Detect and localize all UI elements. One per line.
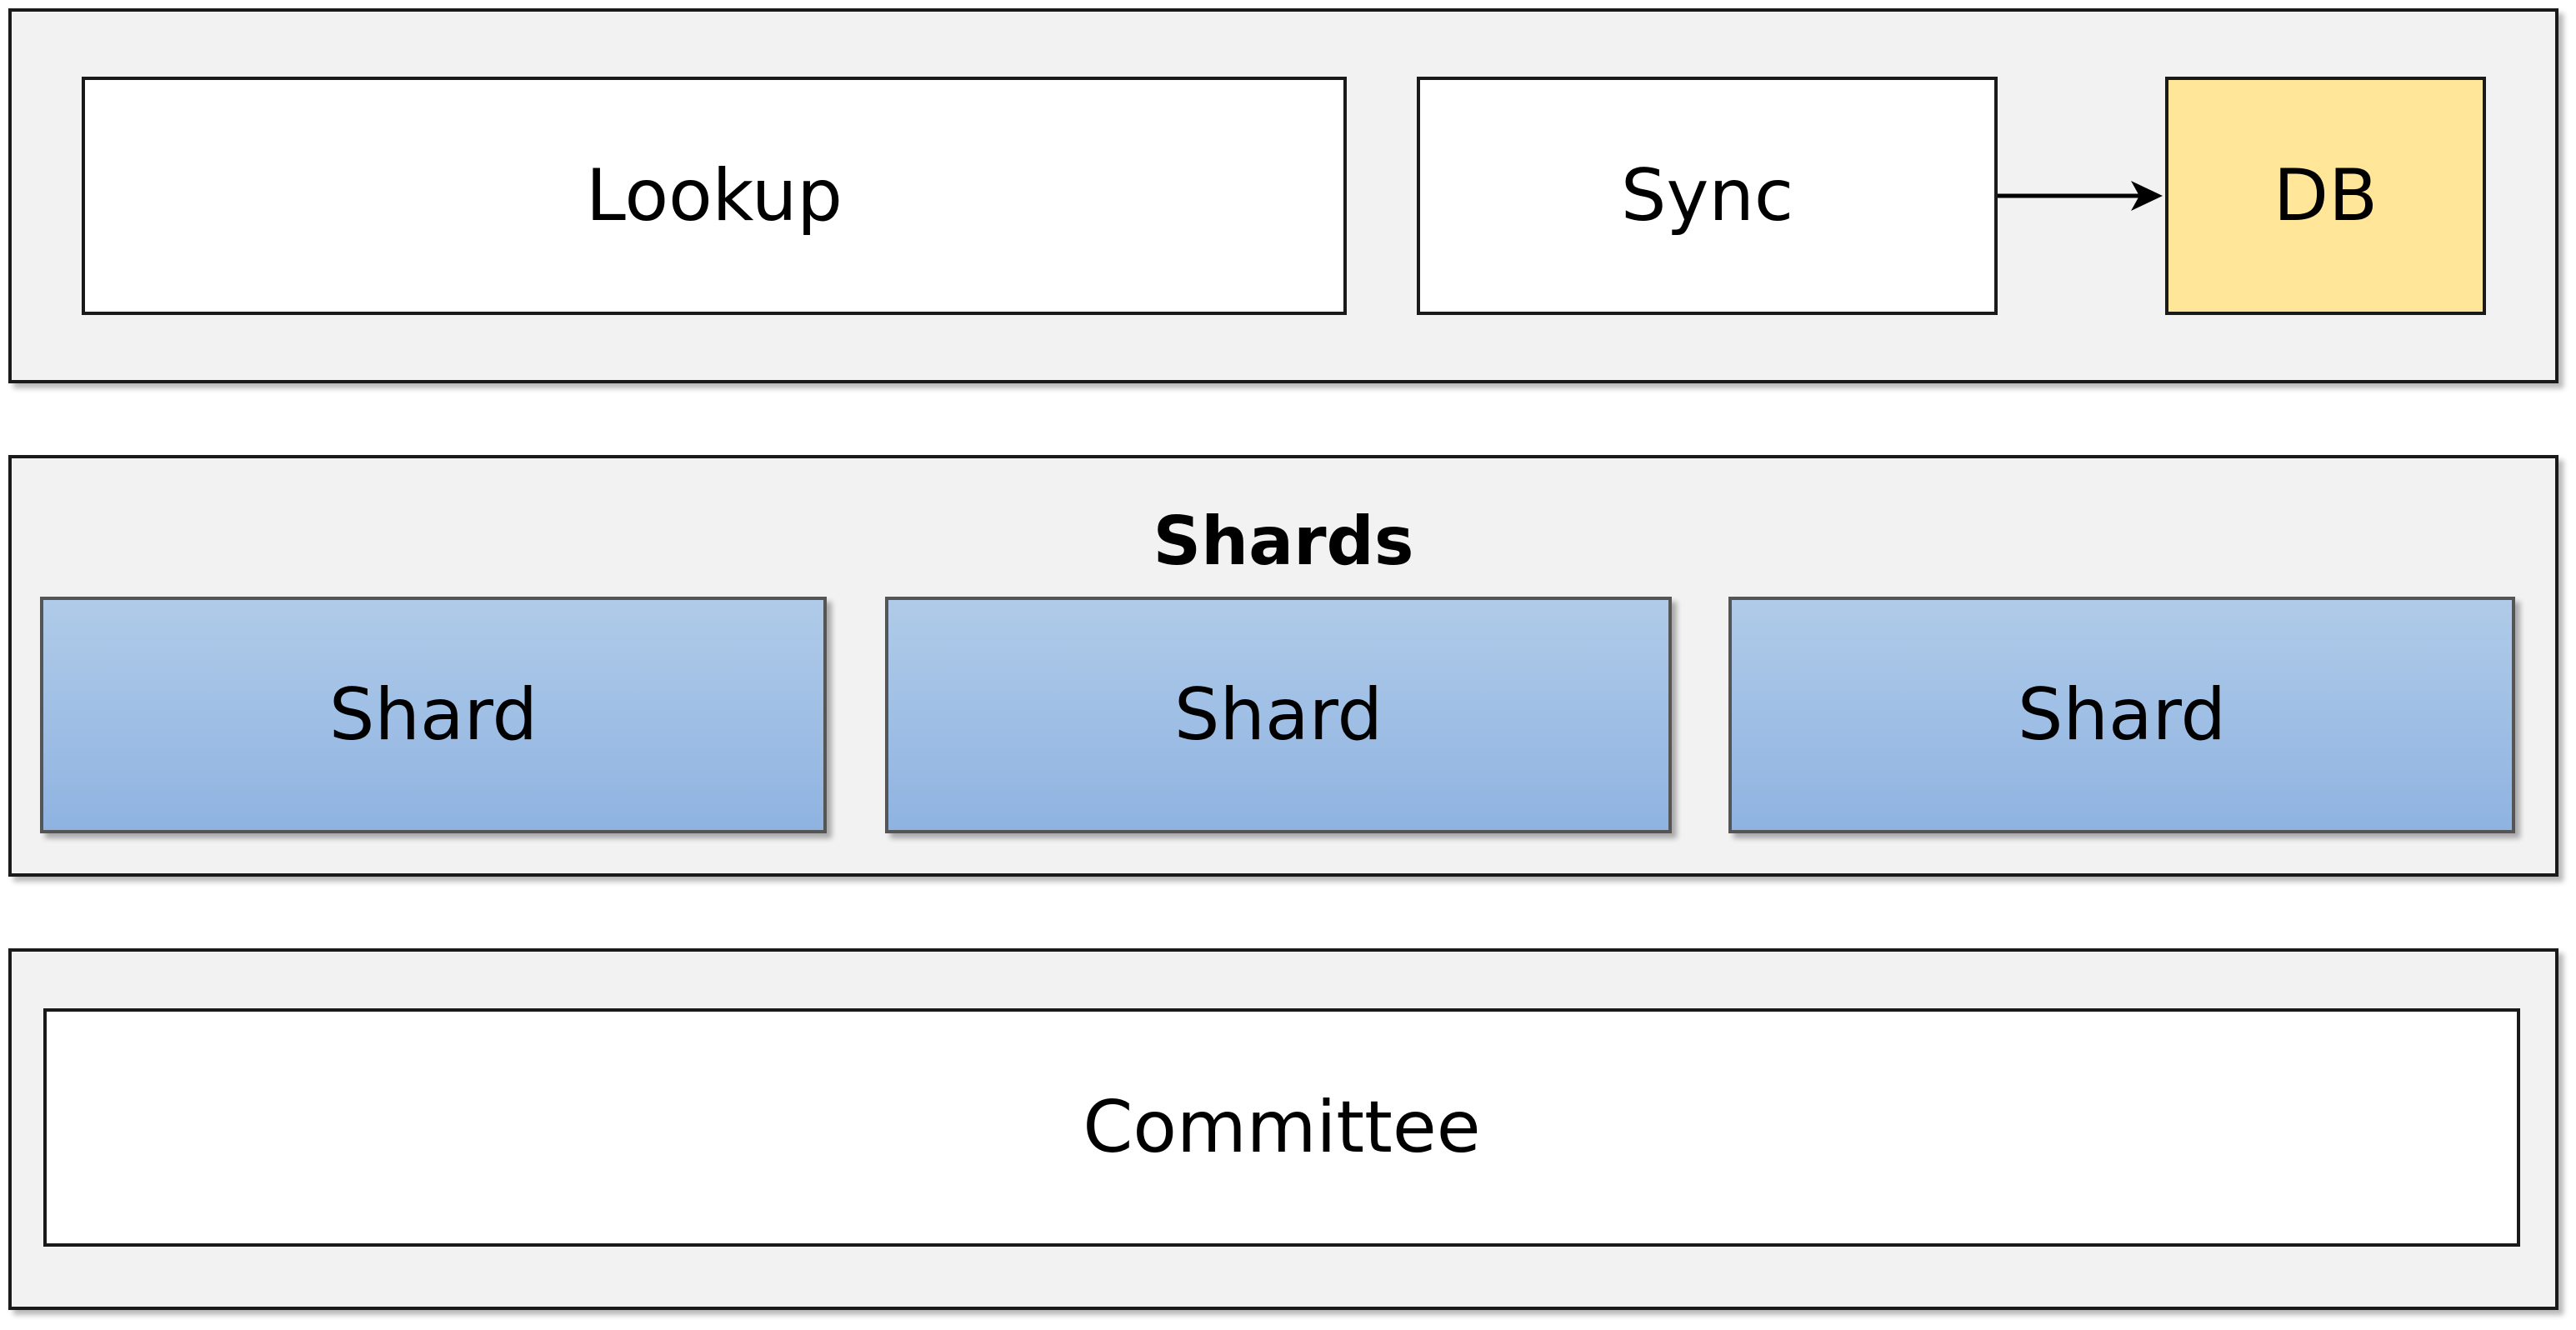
db-label: DB	[2273, 154, 2378, 238]
db-box: DB	[2165, 77, 2486, 315]
committee-box: Committee	[43, 1008, 2520, 1247]
lookup-label: Lookup	[586, 154, 843, 238]
lookup-box: Lookup	[82, 77, 1347, 315]
sync-box: Sync	[1417, 77, 1998, 315]
sync-label: Sync	[1620, 154, 1794, 238]
shard-label-1: Shard	[328, 673, 538, 757]
shard-label-3: Shard	[2017, 673, 2227, 757]
arrow-head	[2131, 181, 2163, 211]
shard-box-3: Shard	[1728, 597, 2515, 833]
shard-box-1: Shard	[40, 597, 827, 833]
shards-heading: Shards	[1153, 502, 1414, 580]
shard-label-2: Shard	[1173, 673, 1383, 757]
committee-label: Committee	[1083, 1086, 1481, 1169]
sync-to-db-arrow	[1998, 181, 2163, 211]
shard-box-2: Shard	[885, 597, 1672, 833]
